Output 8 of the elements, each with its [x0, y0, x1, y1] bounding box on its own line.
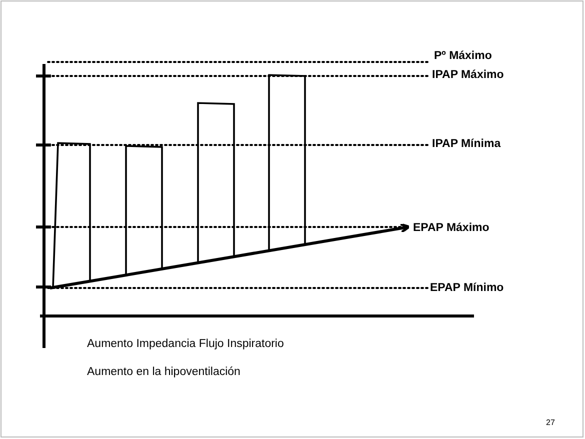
page-number: 27: [546, 419, 555, 427]
level-label: Pº Máximo: [434, 51, 492, 62]
level-label: IPAP Mínima: [432, 139, 501, 150]
note-text: Aumento Impedancia Flujo Inspiratorio: [87, 339, 284, 350]
note-text: Aumento en la hipoventilación: [87, 367, 240, 378]
level-label: EPAP Mínimo: [430, 283, 504, 294]
level-label: IPAP Máximo: [432, 70, 504, 82]
level-label: EPAP Máximo: [413, 223, 490, 234]
